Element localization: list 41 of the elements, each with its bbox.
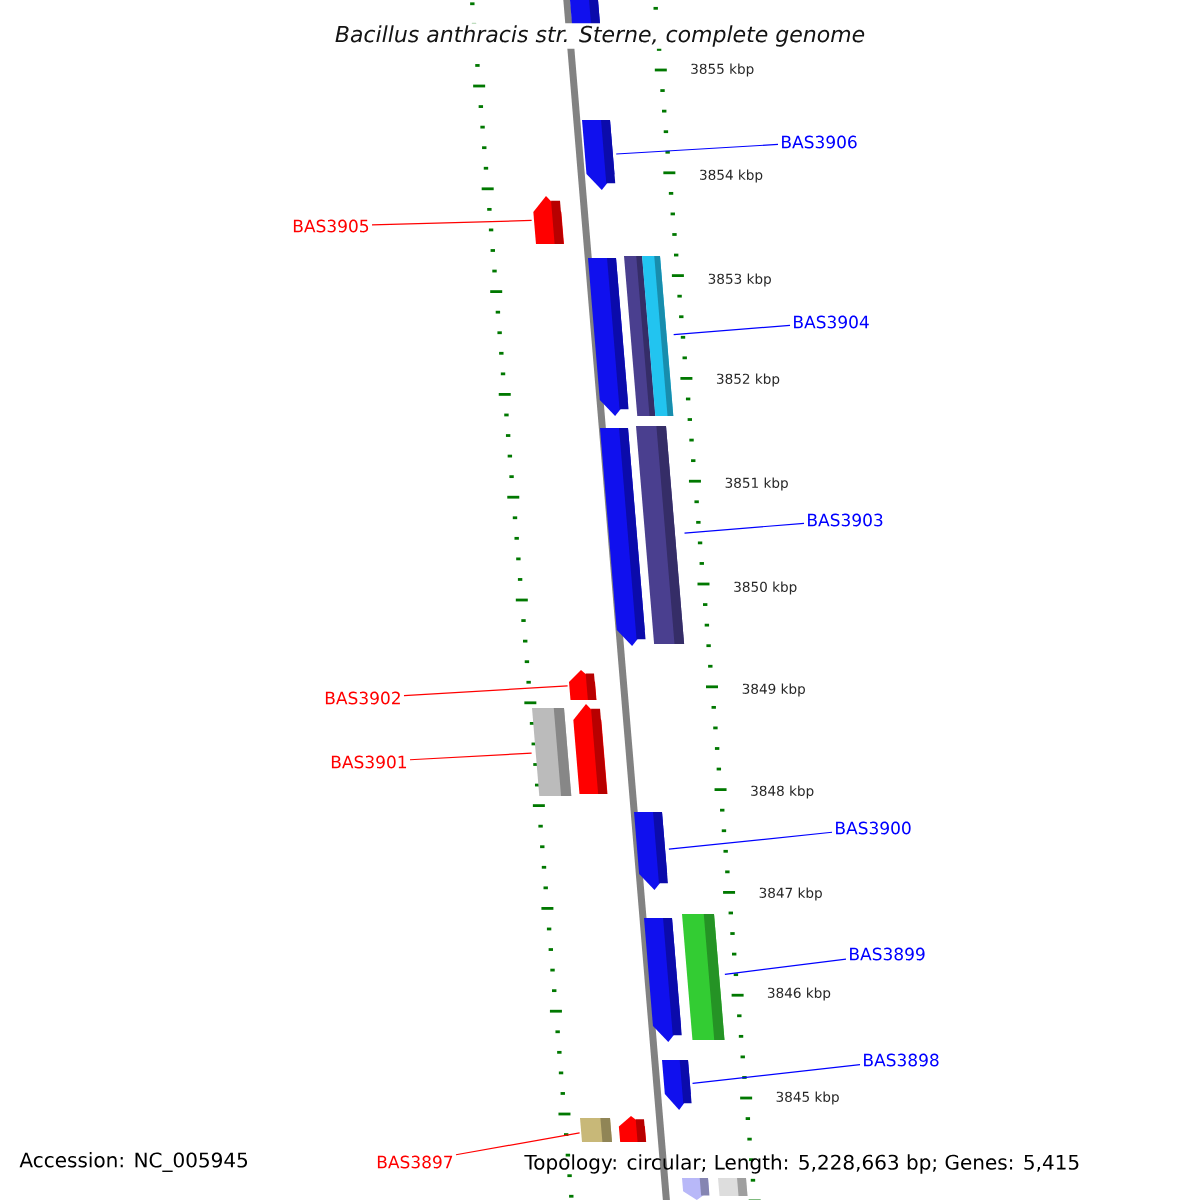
leader-line: [673, 324, 791, 336]
leader-line: [691, 1064, 861, 1084]
gene-feature: [618, 1116, 647, 1142]
gene-label: BAS3900: [836, 821, 911, 835]
gene-feature: [682, 1178, 710, 1200]
leader-line: [371, 219, 533, 226]
leader-line: [683, 522, 805, 534]
gene-label: BAS3903: [808, 513, 883, 527]
gene-feature: [682, 914, 725, 1040]
gene-feature: [588, 258, 629, 416]
leader-line: [724, 958, 847, 975]
leader-line: [403, 685, 569, 697]
gene-feature: [600, 428, 646, 646]
gene-feature: [570, 0, 600, 24]
genome-info-text: Topology: circular; Length: 5,228,663 bp; Genes: 5,415: [524, 1154, 1079, 1174]
gene-label: BAS3906: [782, 135, 857, 149]
gene-feature: [642, 256, 674, 416]
gene-feature: [532, 708, 572, 796]
gene-label: BAS3904: [794, 315, 869, 329]
gene-feature: [634, 812, 668, 890]
gene-feature: [573, 704, 608, 794]
gene-feature: [662, 1060, 692, 1110]
gene-feature: [533, 196, 564, 244]
map-title: Bacillus anthracis str. Sterne, complete genome: [332, 23, 868, 49]
gene-feature: [644, 918, 682, 1042]
leader-line: [455, 1132, 581, 1156]
gene-label: BAS3897: [377, 1155, 453, 1169]
leader-line: [668, 831, 833, 850]
gene-feature: [580, 1118, 612, 1142]
accession-text: Accession: NC_005945: [19, 1152, 248, 1172]
gene-feature: [636, 426, 685, 644]
gene-label: BAS3898: [864, 1053, 939, 1067]
leader-line: [615, 143, 779, 155]
gene-feature: [569, 670, 597, 700]
leader-line: [409, 752, 533, 761]
gene-label: BAS3905: [293, 219, 369, 233]
gene-label: BAS3899: [850, 947, 925, 961]
gene-feature: [718, 1178, 748, 1196]
gene-feature: [582, 120, 616, 190]
gene-label: BAS3901: [331, 755, 407, 769]
gene-label: BAS3902: [325, 691, 400, 705]
